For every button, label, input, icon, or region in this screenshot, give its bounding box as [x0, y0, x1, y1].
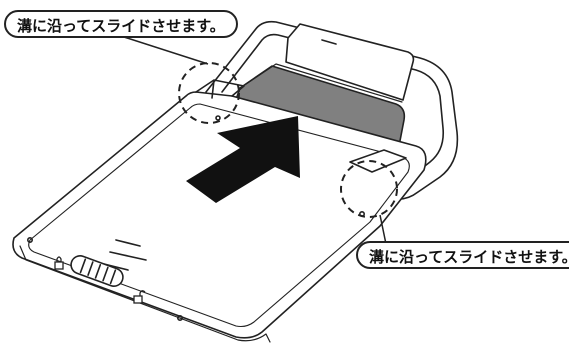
- bottom-groove-highlight: [340, 160, 398, 218]
- open-padlock-icon: [133, 290, 146, 304]
- battery-cover-inner-rim: [28, 103, 410, 328]
- bottom-callout-leader: [379, 214, 387, 245]
- lock-slider-grooves: [79, 258, 117, 285]
- closed-padlock-icon: [54, 256, 64, 270]
- battery-top-edge: [245, 63, 403, 103]
- right-guide-rail: [349, 149, 407, 173]
- screw-hole-top: [215, 115, 221, 121]
- callout-top: 溝に沿ってスライドさせます。: [4, 10, 238, 38]
- device-rear-inner-rim: [221, 33, 445, 177]
- screw-hole-left: [26, 237, 33, 244]
- top-callout-leader: [123, 36, 209, 65]
- screw-hole-bottom: [177, 314, 184, 321]
- rear-slot: [321, 39, 337, 45]
- slide-direction-arrow: [186, 116, 300, 203]
- battery-cover-edge: [19, 245, 271, 343]
- callout-bottom: 溝に沿ってスライドさせます。: [356, 241, 569, 269]
- rear-window: [285, 23, 415, 101]
- top-groove-highlight: [178, 62, 240, 124]
